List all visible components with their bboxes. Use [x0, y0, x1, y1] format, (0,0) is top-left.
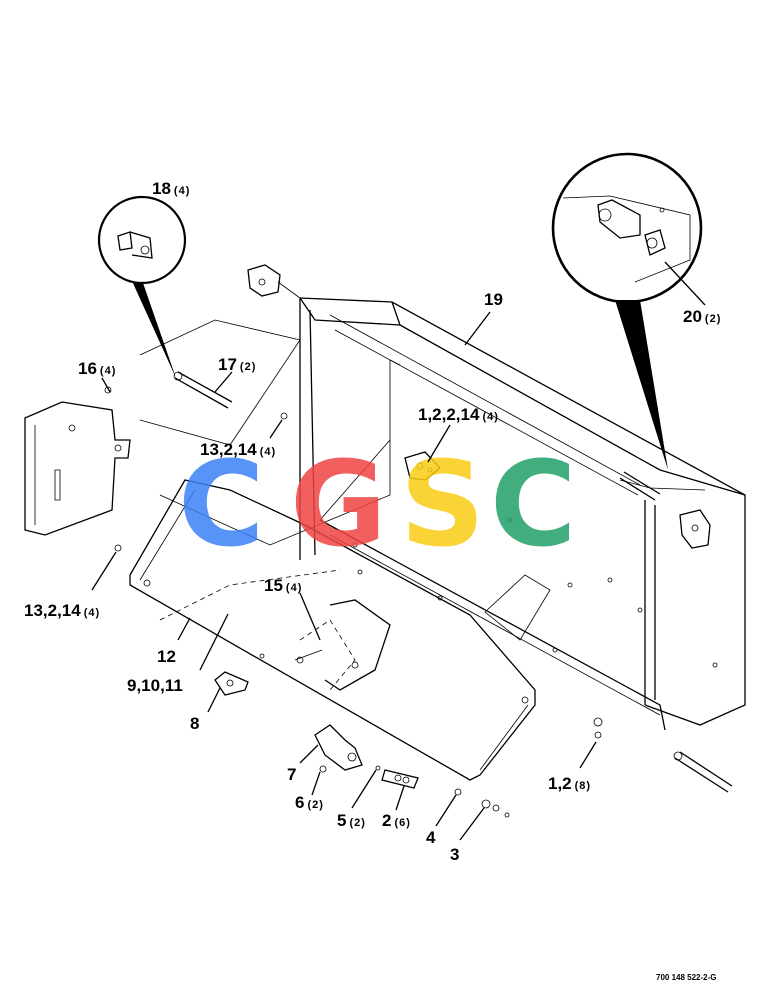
fastener-13-left: [114, 544, 122, 552]
callout-4: 4: [426, 828, 436, 847]
watermark-letter-c1: C: [178, 435, 265, 573]
detail-circle-20: [551, 152, 703, 470]
fastener-16: [104, 386, 112, 394]
pin-17: [173, 371, 233, 409]
lower-front-panel: [129, 440, 536, 781]
leader-lines: [91, 261, 706, 841]
watermark-letter-g: G: [290, 435, 387, 573]
callout-17: 17(2): [218, 355, 256, 374]
watermark-letter-c2: C: [490, 435, 577, 573]
detail-circle-18: [97, 195, 187, 378]
callout-12: 12: [157, 647, 176, 666]
hardware-washers: [375, 765, 419, 789]
callout-labels: 18(4) 19 20(2) 16(4) 17(2) 1,2,2,14(4) 1…: [24, 179, 721, 864]
fastener-13-top: [280, 412, 288, 420]
watermark: C G S C: [178, 435, 577, 573]
reference-code: 700 148 522-2-G: [656, 973, 717, 982]
callout-13-2-14-top: 13,2,14(4): [200, 440, 276, 459]
callout-9-10-11: 9,10,11: [127, 676, 183, 695]
fastener-1-2-bottom: [593, 717, 603, 739]
callout-5: 5(2): [337, 811, 366, 830]
callout-3: 3: [450, 845, 459, 864]
left-mount-plate: [24, 401, 131, 536]
end-fitting-right: [619, 471, 711, 549]
hardware-nuts: [454, 788, 510, 818]
end-fitting-top-left: [247, 264, 301, 299]
callout-15: 15(4): [264, 576, 302, 595]
callout-1-2-2-14: 1,2,2,14(4): [418, 405, 499, 424]
callout-20: 20(2): [683, 307, 721, 326]
part-8-bracket: [214, 671, 249, 696]
callout-6: 6(2): [295, 793, 324, 812]
part-7-latch: [314, 724, 363, 773]
callout-8: 8: [190, 714, 199, 733]
watermark-letter-s: S: [400, 435, 485, 573]
callout-16: 16(4): [78, 359, 116, 378]
bracket-plate: [484, 574, 551, 641]
shaft-bottom-right: [673, 751, 733, 793]
callout-7: 7: [287, 765, 296, 784]
callout-13-2-14-left: 13,2,14(4): [24, 601, 100, 620]
center-bracket: [294, 599, 391, 691]
fastener-cluster-center: [352, 451, 441, 575]
detail-plane-17: [139, 319, 301, 446]
callout-1-2: 1,2(8): [548, 774, 591, 793]
callout-18: 18(4): [152, 179, 190, 198]
callout-2: 2(6): [382, 811, 411, 830]
callout-19: 19: [484, 290, 503, 309]
